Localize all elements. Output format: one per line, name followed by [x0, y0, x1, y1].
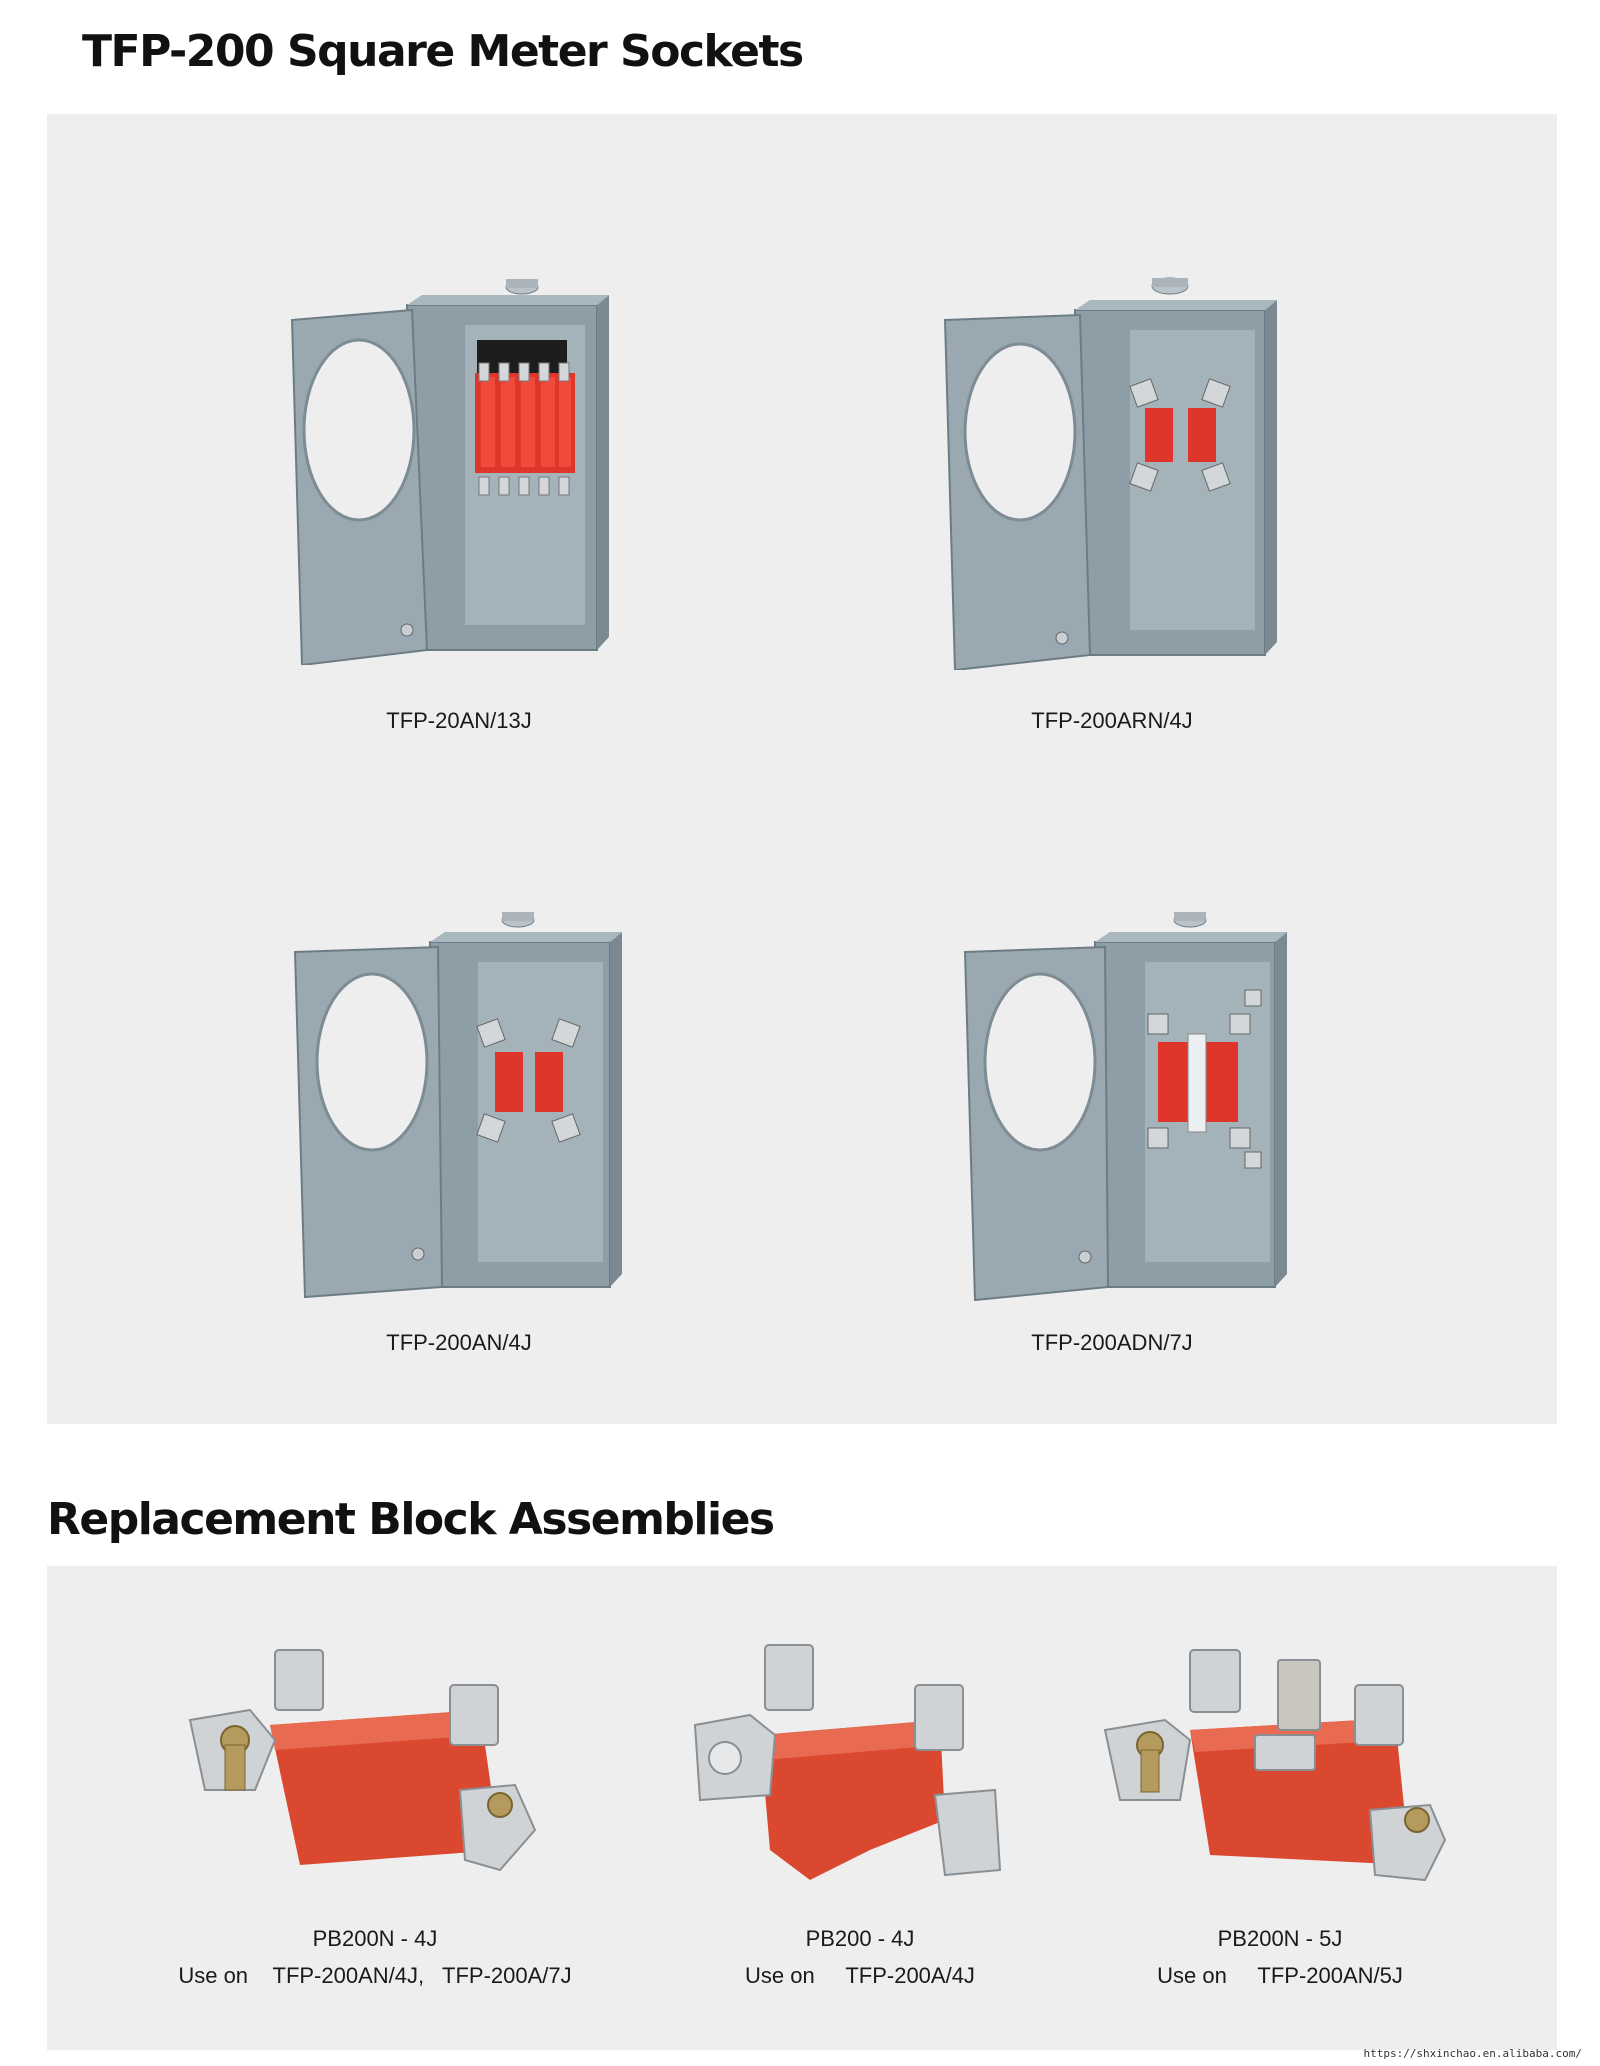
block-model-2: PB200 - 4J [805, 1926, 915, 1951]
block-use-label-3: Use on [1157, 1963, 1227, 1988]
product-image-socket-13j [287, 265, 627, 665]
block-caption-1: PB200N - 4J Use on TFP-200AN/4J, TFP-200… [150, 1920, 600, 1994]
socket-caption-2: TFP-200ARN/4J [1031, 708, 1193, 733]
block-use-on-2: TFP-200A/4J [845, 1963, 975, 1988]
product-image-block-pb200n-4j [180, 1640, 570, 1900]
block-model-1: PB200N - 4J [312, 1926, 438, 1951]
block-use-on-1: TFP-200AN/4J, TFP-200A/7J [272, 1963, 572, 1988]
product-image-socket-4j-an [290, 902, 630, 1302]
socket-caption-1: TFP-20AN/13J [386, 708, 532, 733]
footer-url: https://shxinchao.en.alibaba.com/ [1363, 2047, 1582, 2060]
block-caption-3: PB200N - 5J Use on TFP-200AN/5J [1130, 1920, 1430, 1994]
product-image-socket-7j [960, 902, 1300, 1302]
blocks-section-title: Replacement Block Assemblies [47, 1494, 775, 1545]
sockets-section-title: TFP-200 Square Meter Sockets [82, 26, 804, 77]
block-use-label-1: Use on [178, 1963, 249, 1988]
block-use-on-3: TFP-200AN/5J [1257, 1963, 1403, 1988]
block-use-label-2: Use on [745, 1963, 815, 1988]
product-image-block-pb200n-5j [1095, 1640, 1475, 1900]
block-caption-2: PB200 - 4J Use on TFP-200A/4J [720, 1920, 1000, 1994]
sockets-panel [47, 114, 1557, 1424]
block-model-3: PB200N - 5J [1217, 1926, 1343, 1951]
product-image-socket-4j-arn [940, 270, 1280, 670]
socket-caption-4: TFP-200ADN/7J [1031, 1330, 1193, 1355]
product-image-block-pb200-4j [690, 1630, 1020, 1910]
socket-caption-3: TFP-200AN/4J [386, 1330, 532, 1355]
